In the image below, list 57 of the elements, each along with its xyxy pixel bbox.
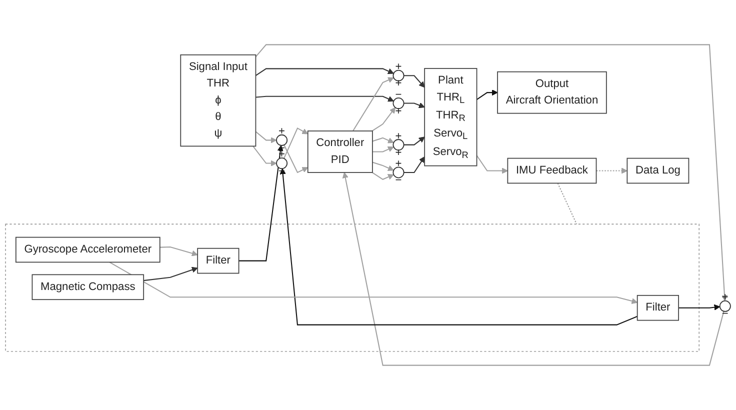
node-box: Filter — [197, 248, 240, 274]
arrow — [372, 107, 396, 132]
node-label: − — [722, 308, 728, 320]
arrow — [596, 168, 628, 174]
node-label: + — [395, 146, 402, 159]
node-circle — [392, 139, 404, 151]
arrow — [109, 262, 638, 304]
arrow — [372, 162, 394, 171]
node-box: Filter — [636, 294, 679, 321]
node-label: − — [395, 88, 402, 101]
node-box: Controller PID — [307, 130, 373, 173]
arrow — [476, 155, 508, 174]
node-label: + — [395, 105, 402, 118]
cluster — [5, 224, 700, 352]
node-circle — [276, 134, 288, 146]
arrow — [404, 102, 425, 108]
node-box: Output Aircraft Orientation — [497, 71, 607, 114]
arrow — [255, 131, 277, 144]
node-circle — [276, 158, 288, 170]
node-circle — [719, 300, 731, 312]
node-circle — [392, 98, 404, 110]
arrow — [238, 145, 284, 262]
arrow — [372, 146, 394, 152]
arrow — [476, 90, 498, 100]
node-circle — [392, 166, 404, 178]
node-label: + — [395, 78, 402, 90]
node-label: + — [395, 61, 402, 73]
arrow — [372, 137, 394, 144]
arrow — [372, 172, 394, 180]
node-label: + — [278, 126, 286, 138]
arrow — [255, 68, 394, 76]
node-box: Data Log — [626, 158, 690, 184]
arrow — [352, 77, 394, 132]
arrow — [678, 304, 720, 310]
arrow — [144, 266, 198, 282]
node-label: − — [278, 165, 286, 178]
arrow — [284, 144, 308, 174]
arrow — [280, 168, 638, 326]
arrow — [255, 44, 728, 302]
node-box: Gyroscope Accelerometer — [15, 236, 160, 263]
arrow — [404, 136, 425, 146]
node-box: Signal Input THR ϕ θ ψ — [180, 54, 256, 147]
arrow — [342, 172, 724, 366]
node-label: − — [395, 174, 402, 186]
node-label: + — [395, 130, 402, 142]
node-box: Plant THR$_{L}$ THR$_{R}$ Servo$_{L}$ Servo$_{R}$ — [424, 68, 478, 166]
arrow — [252, 146, 277, 166]
node-box: IMU Feedback — [507, 158, 597, 184]
node-box: Magnetic Compass — [32, 274, 144, 300]
node-label: + — [395, 158, 402, 170]
arrow — [160, 246, 198, 256]
node-circle — [392, 70, 404, 82]
arrow — [404, 75, 425, 88]
arrow — [283, 127, 308, 159]
arrow — [404, 156, 425, 173]
connector — [557, 183, 578, 224]
arrow — [256, 96, 394, 102]
